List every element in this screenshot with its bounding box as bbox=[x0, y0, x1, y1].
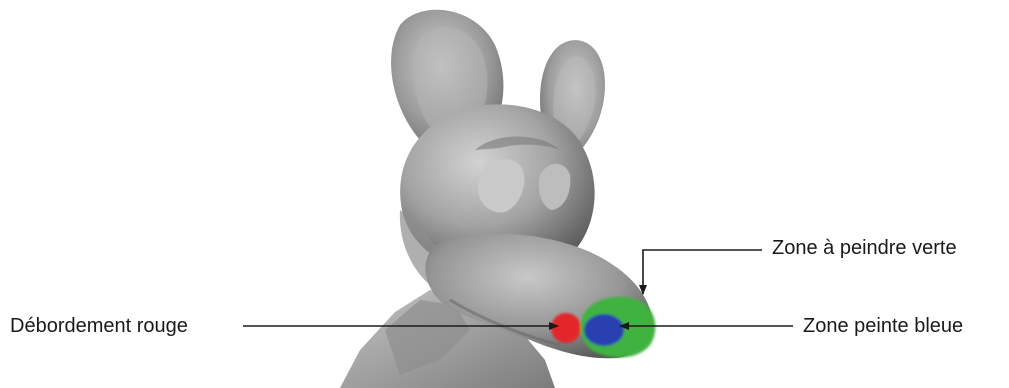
blue-painted-zone bbox=[584, 314, 624, 346]
green-zone-callout-line bbox=[643, 250, 762, 294]
red-overflow-zone bbox=[551, 313, 581, 343]
label-painted-zone-blue: Zone peinte bleue bbox=[803, 314, 963, 338]
label-overflow-red: Débordement rouge bbox=[10, 314, 188, 338]
label-target-zone-green: Zone à peindre verte bbox=[772, 236, 957, 260]
